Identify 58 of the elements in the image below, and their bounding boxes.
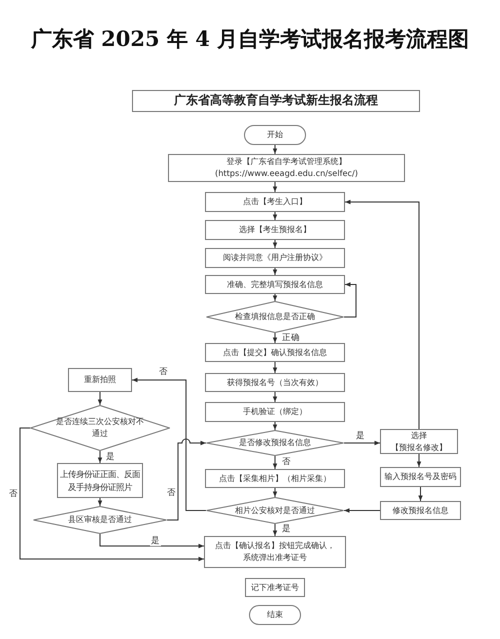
arrow <box>272 294 278 302</box>
process-box: 登录【广东省自学考试管理系统】 (https://www.eeagd.edu.cn/selfec/) <box>168 154 405 182</box>
process-box: 手机验证（绑定） <box>205 402 345 422</box>
arrow <box>98 498 102 506</box>
arrow <box>20 428 204 562</box>
edge-label: 是 <box>355 432 366 440</box>
arrow <box>272 182 278 192</box>
arrow <box>272 362 278 374</box>
decision-diamond: 检查填报信息是否正确 <box>206 301 344 333</box>
edge-label: 否 <box>281 458 292 466</box>
process-box: 重新拍照 <box>68 368 132 392</box>
arrow <box>272 268 278 276</box>
process-box: 上传身份证正面、反面及手持身份证照片 <box>57 463 143 498</box>
process-box: 点击【采集相片】（相片采集） <box>205 469 345 488</box>
process-box: 点击【确认报名】按钮完成确认，系统弹出准考证号 <box>204 536 346 568</box>
process-box: 点击【考生入口】 <box>205 192 345 212</box>
arrow <box>272 212 278 220</box>
edge-label: 是 <box>105 453 116 462</box>
edge-label: 正确 <box>281 334 301 342</box>
arrow <box>100 534 204 548</box>
arrow <box>344 200 420 430</box>
edge-label: 否 <box>158 368 169 376</box>
title: 广东省 2025 年 4 月自学考试报名报考流程图 <box>30 27 470 52</box>
process-box: 准确、完整填写预报名信息 <box>205 275 345 294</box>
arrow <box>344 508 380 513</box>
decision-diamond: 相片公安核对是否通过 <box>206 497 344 524</box>
arrow <box>272 144 278 154</box>
arrow <box>272 332 278 344</box>
arrow <box>344 282 356 318</box>
decision-diamond: 是否修改预报名信息 <box>206 430 344 456</box>
edge-label: 否 <box>166 489 177 498</box>
arrow <box>272 488 278 498</box>
arrow <box>272 392 278 402</box>
process-box: 获得预报名号（当次有效） <box>205 373 345 392</box>
arrow <box>98 392 102 406</box>
process-box: 选择【考生预报名】 <box>205 220 345 240</box>
arrow <box>272 240 278 248</box>
process-box: 修改预报名信息 <box>380 501 461 520</box>
arrow <box>272 524 278 536</box>
decision-diamond: 是否连续三次公安核对不通过 <box>30 405 170 451</box>
heading-box: 广东省高等教育自学考试新生报名流程 <box>132 90 420 112</box>
edge-label: 是 <box>281 525 292 534</box>
arrow <box>418 486 423 502</box>
arrow <box>416 454 422 468</box>
arrow <box>98 450 102 464</box>
arrow <box>166 438 206 520</box>
edge-label: 否 <box>8 490 19 498</box>
arrow <box>272 456 278 470</box>
edge-label: 是 <box>150 537 161 546</box>
process-box: 点击【提交】确认预报名信息 <box>205 343 345 362</box>
process-box: 选择【预报名修改】 <box>380 429 458 454</box>
process-box: 记下准考证号 <box>245 578 305 597</box>
arrow <box>132 378 206 511</box>
arrow <box>272 422 278 430</box>
decision-diamond: 县区审核是否通过 <box>33 506 167 534</box>
arrow <box>344 440 380 446</box>
process-box: 阅读并同意《用户注册协议》 <box>205 248 345 268</box>
process-box: 输入预报名号及密码 <box>380 467 461 487</box>
